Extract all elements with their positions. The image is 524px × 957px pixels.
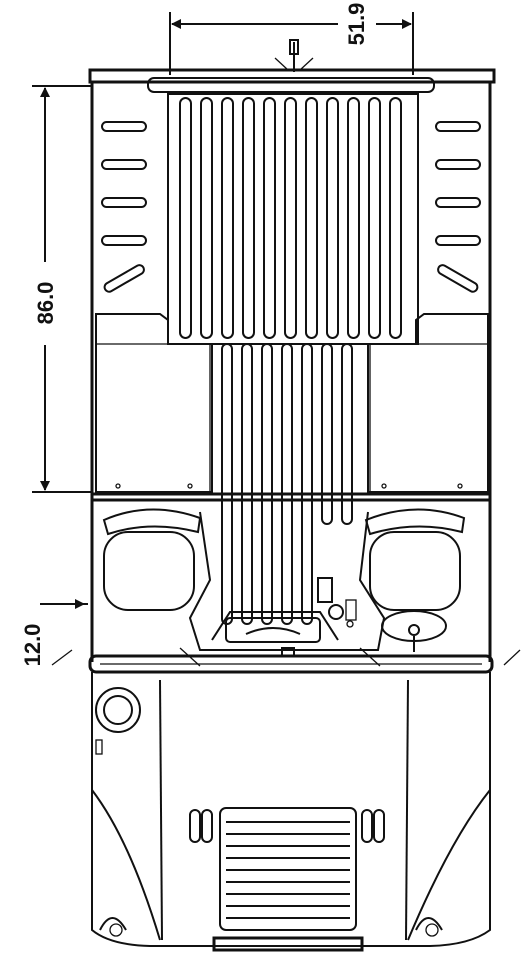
cargo-rib <box>347 97 360 339</box>
cargo-side-vents-left <box>101 121 147 293</box>
cargo-rib <box>368 97 381 339</box>
cargo-rib <box>242 97 255 339</box>
floor-rib <box>321 343 333 525</box>
floor-rib <box>281 343 293 625</box>
floor-rib <box>261 343 273 625</box>
wheel-well-right <box>367 313 489 493</box>
dimension-length-label: 86.0 <box>33 282 58 325</box>
front-bumper <box>99 917 443 952</box>
wheel-well-left <box>95 313 213 493</box>
floor-rib <box>241 343 253 625</box>
cargo-rib <box>326 97 339 339</box>
dimension-width-label: 51.9 <box>344 3 369 46</box>
cargo-rib <box>179 97 192 339</box>
cargo-rib <box>200 97 213 339</box>
cargo-rib <box>305 97 318 339</box>
fuel-cap-icon <box>95 687 141 733</box>
hood-vents <box>95 739 385 843</box>
cargo-rib <box>263 97 276 339</box>
rear-tailgate <box>88 39 496 93</box>
floor-rib <box>341 343 353 525</box>
cargo-rib <box>389 97 402 339</box>
dimension-offset-label: 12.0 <box>20 624 45 667</box>
cargo-rib <box>284 97 297 339</box>
steering-wheel-icon <box>381 610 447 652</box>
dimension-width-top: 51.9 <box>169 3 414 75</box>
windshield-frame <box>88 647 494 674</box>
radiator-grille <box>226 821 350 919</box>
dimension-cargo-length: 86.0 <box>32 85 92 493</box>
cargo-side-vents-right <box>435 121 481 293</box>
dashboard <box>188 511 386 651</box>
seat-right <box>364 508 466 611</box>
cargo-rib-grooves <box>179 97 402 625</box>
seat-left <box>102 508 202 611</box>
front-hood <box>91 672 491 947</box>
cargo-rib <box>221 97 234 339</box>
dimension-tailgate-offset: 12.0 <box>20 599 521 667</box>
floor-rib <box>301 343 313 625</box>
floor-rib <box>221 343 233 625</box>
